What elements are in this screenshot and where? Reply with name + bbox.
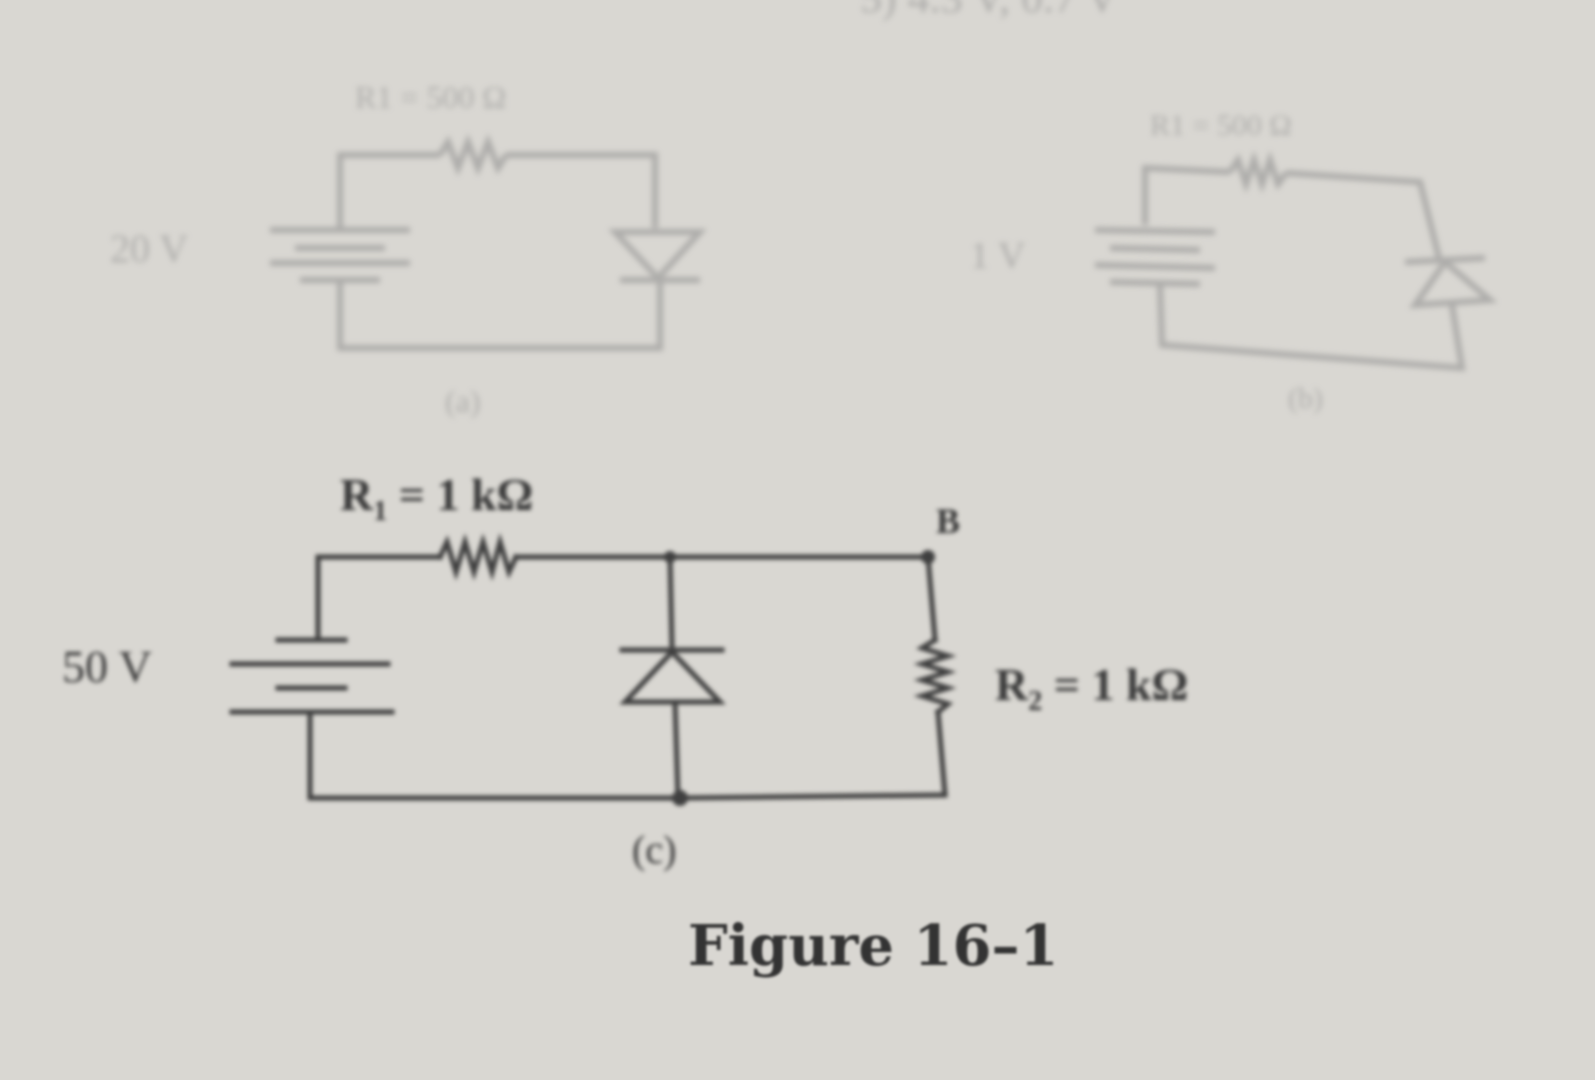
circuit-c-diode-wire-top xyxy=(667,554,675,651)
circuit-b-wire-bottom xyxy=(1157,284,1466,372)
circuit-b-wire-top-right xyxy=(1285,170,1443,263)
figure-caption-group: Figure 16–1 xyxy=(688,913,1058,979)
circuit-c-source-label: 50 V xyxy=(62,641,152,692)
circuit-c-diode-wire-bottom xyxy=(672,699,681,801)
circuit-b: 1 V R1 = 500 Ω (b) xyxy=(970,109,1498,415)
circuit-c-r2-resistor-icon xyxy=(913,636,957,716)
circuit-c-r1-resistor-icon xyxy=(436,532,520,582)
top-cutoff-text: 5) 4.3 V, 0.7 V xyxy=(860,0,1118,22)
circuit-c-wire-top-left xyxy=(315,554,443,641)
circuit-a-caption: (a) xyxy=(445,383,481,419)
circuit-c-r1-label: R1 = 1 kΩ xyxy=(340,469,533,527)
circuit-a-wire-top-right xyxy=(506,152,658,228)
circuit-c-r2-wire-bottom xyxy=(935,709,948,798)
circuit-b-wire-top-left xyxy=(1142,164,1231,225)
circuit-b-source-label: 1 V xyxy=(970,235,1026,277)
circuit-c-r2-label: R2 = 1 kΩ xyxy=(995,659,1188,717)
circuit-b-diode-icon xyxy=(1408,257,1498,309)
circuit-a-diode-icon xyxy=(608,229,707,283)
svg-text:5) 4.3 V, 0.7 V: 5) 4.3 V, 0.7 V xyxy=(860,0,1118,22)
circuit-c-caption: (c) xyxy=(632,827,676,872)
circuit-b-resistor-icon xyxy=(1227,150,1289,194)
circuit-a-resistor-label: R1 = 500 Ω xyxy=(355,79,506,115)
circuit-c-r2-wire-top xyxy=(925,554,938,643)
circuit-a-wire-top-left xyxy=(337,152,440,230)
figure-caption: Figure 16–1 xyxy=(688,913,1058,979)
circuit-c-node-b-label: B xyxy=(936,501,960,541)
circuit-c: 50 V R1 = 1 kΩ R2 = 1 kΩ B (c) xyxy=(62,469,1188,872)
circuit-a-resistor-icon xyxy=(437,133,509,177)
circuit-b-battery-plate-1 xyxy=(1094,227,1216,235)
circuit-a-source-label: 20 V xyxy=(110,226,188,271)
circuit-a: 20 V R1 = 500 Ω (a) xyxy=(110,79,707,419)
circuit-c-wire-bottom xyxy=(307,709,948,801)
circuit-b-resistor-label: R1 = 500 Ω xyxy=(1150,109,1292,142)
circuit-c-diode-icon xyxy=(619,648,726,705)
circuit-b-caption: (b) xyxy=(1288,382,1323,415)
circuit-a-wire-bottom xyxy=(337,280,663,351)
